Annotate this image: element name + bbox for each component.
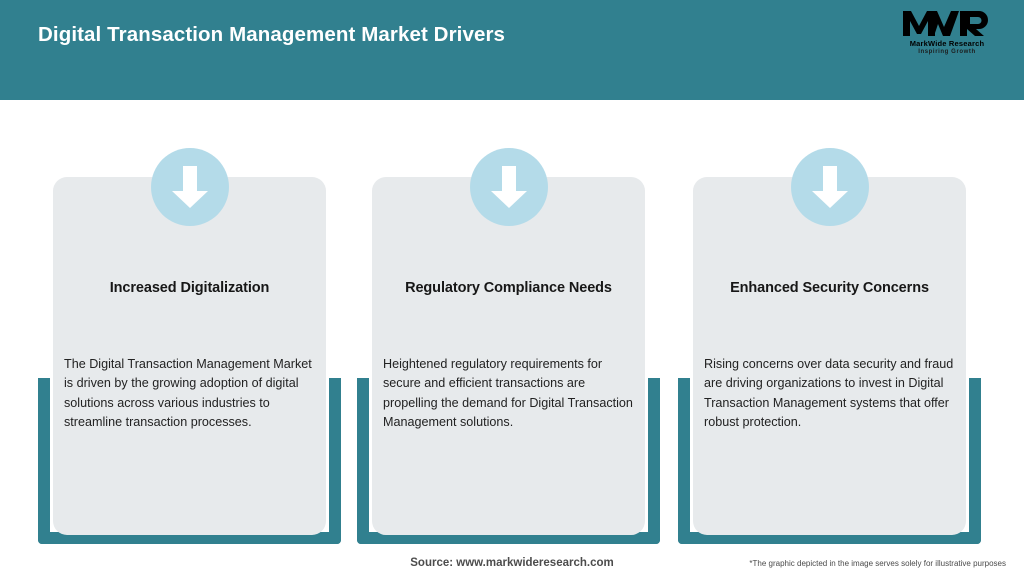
driver-card-body: Rising concerns over data security and f… [704, 357, 954, 429]
card-frame-accent [38, 378, 341, 544]
logo-tagline: Inspiring Growth [918, 49, 976, 55]
driver-card-group: Increased Digitalization The Digital Tra… [38, 148, 341, 544]
card-frame-accent [357, 378, 660, 544]
driver-card-heading: Regulatory Compliance Needs [405, 280, 612, 296]
driver-card-group: Enhanced Security Concerns Rising concer… [678, 148, 981, 544]
driver-card-body: Heightened regulatory requirements for s… [383, 357, 633, 429]
driver-card-heading: Enhanced Security Concerns [730, 280, 929, 296]
brand-logo: MarkWide Research Inspiring Growth [892, 8, 1002, 60]
driver-card-body: The Digital Transaction Management Marke… [64, 357, 312, 429]
arrow-down-icon [790, 148, 869, 226]
arrow-down-icon [469, 148, 548, 226]
arrow-down-icon [150, 148, 229, 226]
footer-source-label: Source: www.markwideresearch.com [410, 557, 614, 569]
header-bar: Digital Transaction Management Market Dr… [0, 0, 1024, 100]
driver-card[interactable]: Enhanced Security Concerns Rising concer… [693, 148, 966, 535]
logo-mark-icon [892, 8, 1002, 38]
card-frame-accent [678, 378, 981, 544]
driver-card[interactable]: Regulatory Compliance Needs Heightened r… [372, 148, 645, 535]
driver-card-heading: Increased Digitalization [109, 280, 270, 296]
footer-disclaimer-label: *The graphic depicted in the image serve… [749, 559, 1006, 568]
driver-card[interactable]: Increased Digitalization The Digital Tra… [53, 148, 326, 535]
page-title: Digital Transaction Management Market Dr… [38, 23, 506, 46]
driver-card-group: Regulatory Compliance Needs Heightened r… [357, 148, 660, 544]
logo-company-name: MarkWide Research [909, 39, 985, 48]
